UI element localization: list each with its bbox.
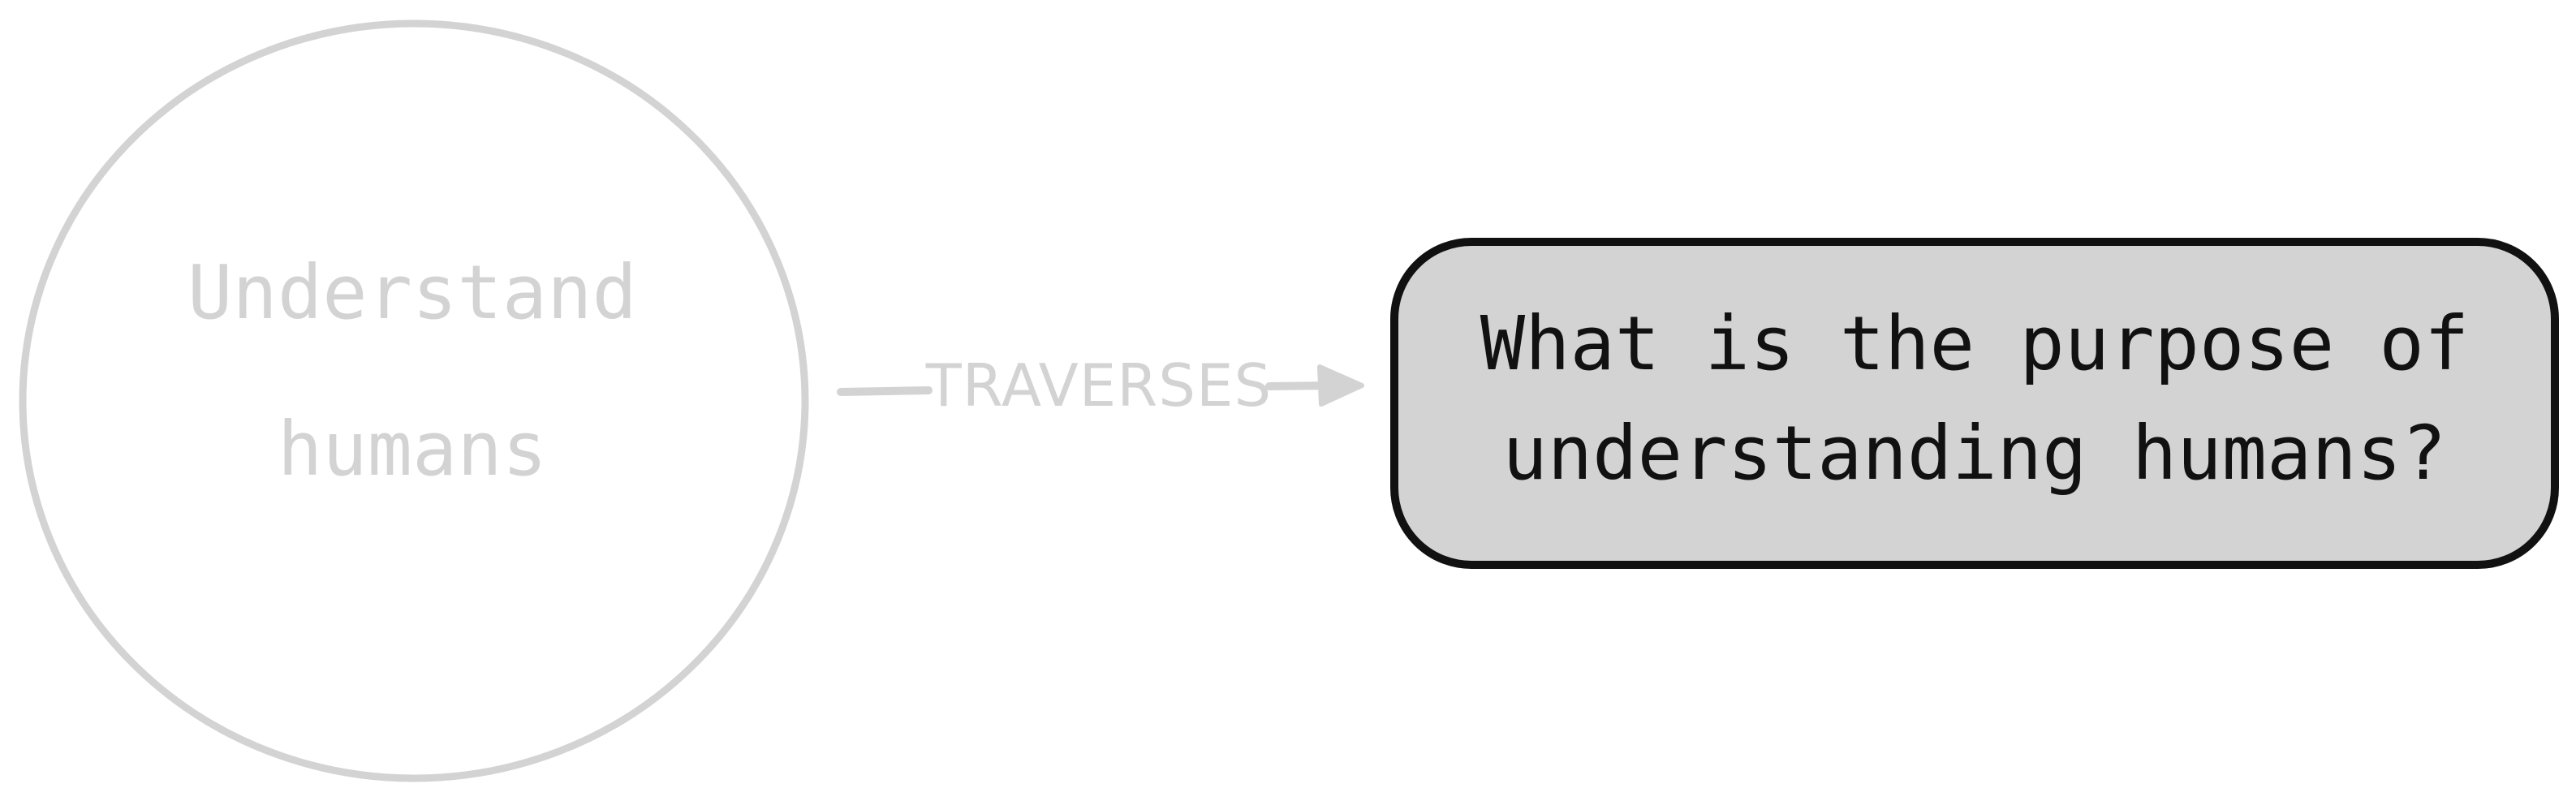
source-node-label-line2: humans (278, 406, 547, 493)
target-node-label-line1: What is the purpose of (1480, 300, 2470, 387)
edge-line-start (837, 386, 933, 396)
source-node[interactable]: Understand humans (19, 19, 809, 782)
target-node-label-line2: understanding humans? (1502, 410, 2446, 497)
target-node[interactable]: What is the purpose of understanding hum… (1390, 238, 2559, 569)
edge-label: TRAVERSES (925, 351, 1272, 420)
source-node-label-line1: Understand (187, 249, 637, 336)
target-node-box (1390, 238, 2559, 569)
arrowhead-icon (1317, 364, 1364, 407)
source-node-ellipse (19, 19, 809, 782)
edge-traverses[interactable]: TRAVERSES (837, 351, 1364, 420)
